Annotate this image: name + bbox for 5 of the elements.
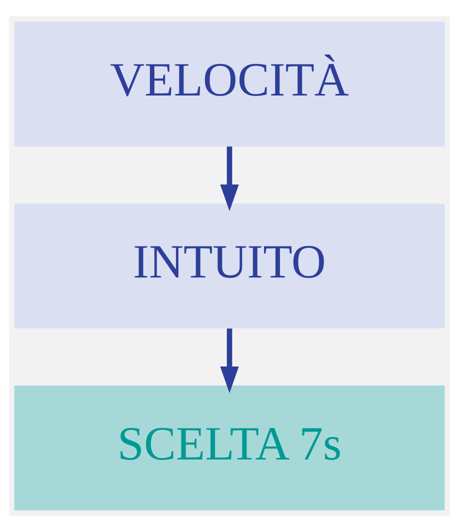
arrow: [220, 146, 238, 211]
node-box: SCELTA 7s: [14, 385, 444, 510]
node-box: INTUITO: [14, 203, 444, 328]
arrow: [220, 328, 238, 393]
node-box: VELOCITÀ: [14, 21, 444, 146]
